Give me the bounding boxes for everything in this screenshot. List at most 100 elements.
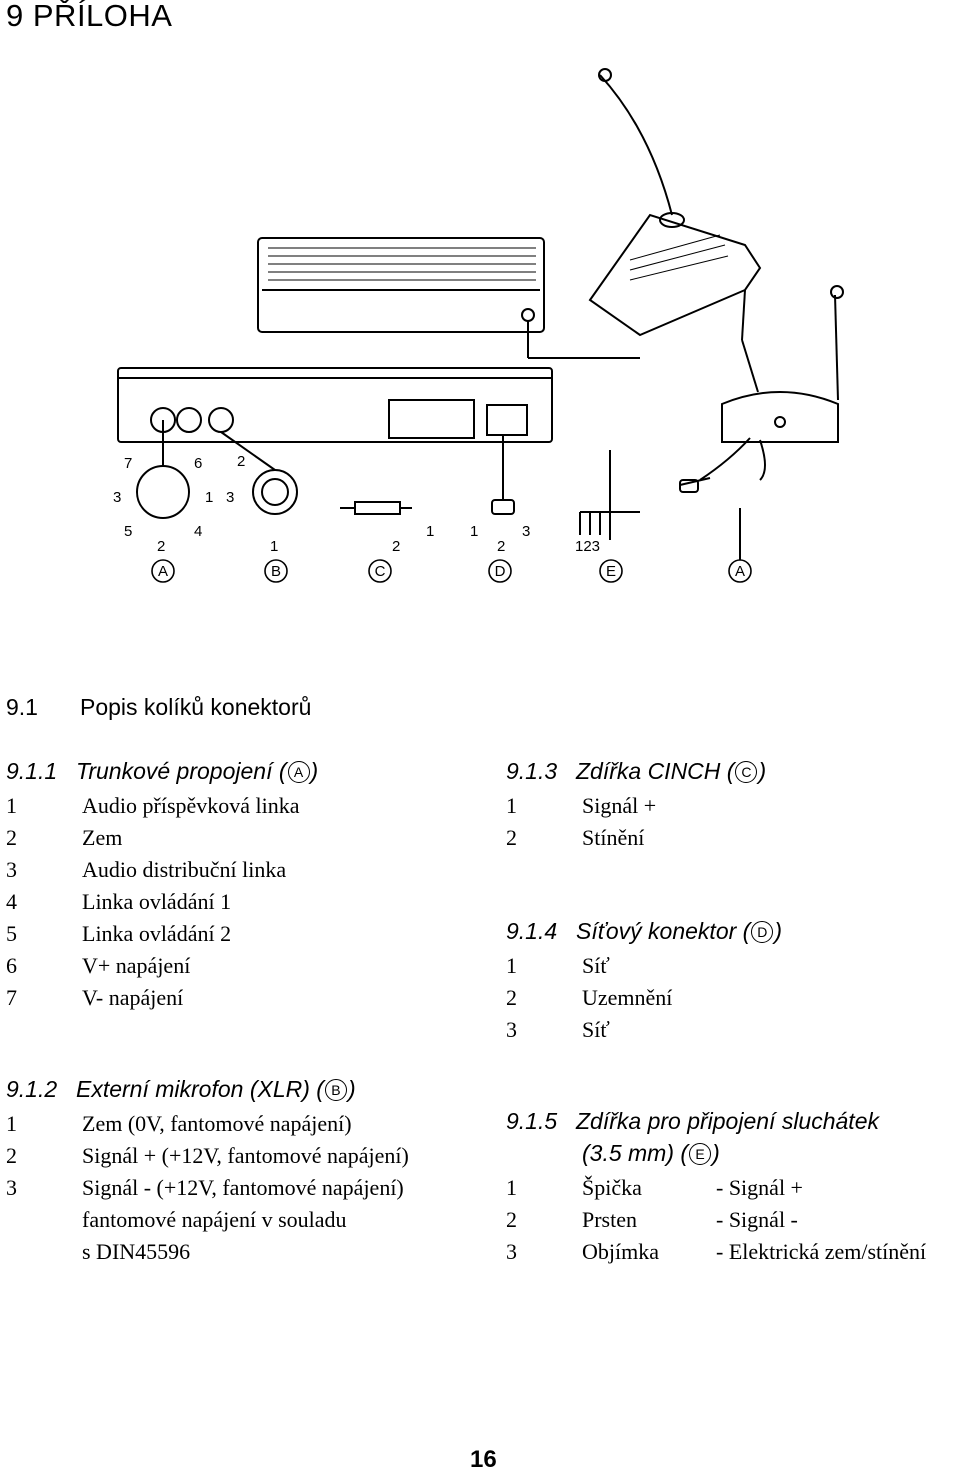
section-title: Zdířka pro připojení sluchátek	[576, 1108, 879, 1134]
section-number: 9.1.1	[6, 758, 58, 784]
section-heading-9-1: 9.1 Popis kolíků konektorů	[6, 694, 311, 721]
signal-description: - Elektrická zem/stínění	[716, 1239, 927, 1264]
list-item: 3 Audio distribuční linka	[6, 854, 466, 886]
svg-text:1: 1	[205, 489, 213, 506]
section-title: Síťový konektor (	[576, 918, 751, 944]
list-item: 2 Zem	[6, 822, 466, 854]
svg-text:2: 2	[392, 538, 400, 555]
circled-letter: A	[287, 761, 310, 783]
pin-list-9-1-1: 1 Audio příspěvková linka 2 Zem 3 Audio distr…	[6, 790, 466, 1020]
list-item: 7 V- napájení	[6, 982, 466, 1014]
pin-description: Audio příspěvková linka	[82, 793, 300, 818]
chapter-title: PŘÍLOHA	[32, 0, 173, 33]
svg-text:6: 6	[194, 455, 202, 472]
svg-text:E: E	[606, 563, 616, 580]
list-item: 5 Linka ovládání 2	[6, 918, 466, 950]
pin-number: 1	[6, 793, 17, 818]
pin-description: Objímka	[582, 1239, 659, 1264]
list-item: 2 Prsten - Signál -	[506, 1204, 956, 1236]
signal-description: - Signál -	[716, 1207, 798, 1232]
svg-text:7: 7	[124, 455, 132, 472]
circled-letter: C	[735, 761, 758, 783]
pin-number: 3	[6, 1175, 17, 1200]
signal-description: - Signál +	[716, 1175, 803, 1200]
list-item: s DIN45596	[6, 1236, 476, 1268]
section-number: 9.1.4	[506, 918, 558, 944]
pin-description: Uzemnění	[582, 985, 673, 1010]
section-number: 9.1.2	[6, 1076, 58, 1102]
pin-number: 1	[506, 953, 517, 978]
pin-description: Zem	[82, 825, 123, 850]
circled-letter: B	[324, 1079, 347, 1101]
section-title-cont: (3.5 mm) (	[582, 1140, 689, 1166]
pin-number: 2	[506, 825, 517, 850]
pin-number: 2	[506, 1207, 517, 1232]
chapter-number: 9	[6, 0, 24, 33]
svg-text:2: 2	[237, 453, 245, 470]
section-number: 9.1.5	[506, 1108, 558, 1134]
pin-description: Zem (0V, fantomové napájení)	[82, 1111, 352, 1136]
section-heading-9-1-5: 9.1.5 Zdířka pro připojení sluchátek	[506, 1108, 879, 1135]
section-title: Popis kolíků konektorů	[80, 694, 312, 720]
circled-letter: D	[751, 921, 774, 943]
list-item: 2 Uzemnění	[506, 982, 946, 1014]
svg-text:2: 2	[157, 538, 165, 555]
svg-text:3: 3	[522, 523, 530, 540]
svg-text:1: 1	[470, 523, 478, 540]
svg-text:3: 3	[113, 489, 121, 506]
pin-description: Signál +	[582, 793, 657, 818]
svg-text:B: B	[271, 563, 281, 580]
pin-list-9-1-3: 1 Signál + 2 Stínění	[506, 790, 946, 860]
section-title: Trunkové propojení (	[76, 758, 287, 784]
pin-number: 2	[6, 825, 17, 850]
pin-description: Signál + (+12V, fantomové napájení)	[82, 1143, 409, 1168]
list-item: 2 Stínění	[506, 822, 946, 854]
pin-number: 7	[6, 985, 17, 1010]
list-item: 1 Audio příspěvková linka	[6, 790, 466, 822]
pin-description: Stínění	[582, 825, 645, 850]
pin-number: 5	[6, 921, 17, 946]
section-number: 9.1	[6, 694, 38, 720]
svg-text:4: 4	[194, 523, 202, 540]
svg-text:1: 1	[426, 523, 434, 540]
pin-number: 1	[506, 793, 517, 818]
svg-text:2: 2	[497, 538, 505, 555]
pin-number: 2	[6, 1143, 17, 1168]
svg-text:3: 3	[226, 489, 234, 506]
section-title: Externí mikrofon (XLR) (	[76, 1076, 324, 1102]
pin-description: Linka ovládání 1	[82, 889, 232, 914]
pin-number: 3	[6, 857, 17, 882]
list-item: fantomové napájení v souladu	[6, 1204, 476, 1236]
pin-number: 2	[506, 985, 517, 1010]
list-item: 2 Signál + (+12V, fantomové napájení)	[6, 1140, 476, 1172]
chapter-heading: 9 PŘÍLOHA	[6, 0, 172, 34]
pin-description: s DIN45596	[82, 1239, 191, 1264]
svg-text:123: 123	[575, 538, 600, 555]
pin-description: V+ napájení	[82, 953, 191, 978]
svg-text:C: C	[375, 563, 386, 580]
pin-description: V- napájení	[82, 985, 184, 1010]
pin-description: Audio distribuční linka	[82, 857, 287, 882]
svg-text:5: 5	[124, 523, 132, 540]
pin-description: Síť	[582, 1017, 610, 1042]
svg-text:1: 1	[270, 538, 278, 555]
pin-description: Prsten	[582, 1207, 637, 1232]
section-title: Zdířka CINCH (	[576, 758, 735, 784]
pin-description: Špička	[582, 1175, 642, 1200]
pin-description: Linka ovládání 2	[82, 921, 232, 946]
section-number: 9.1.3	[506, 758, 558, 784]
svg-text:A: A	[158, 563, 168, 580]
